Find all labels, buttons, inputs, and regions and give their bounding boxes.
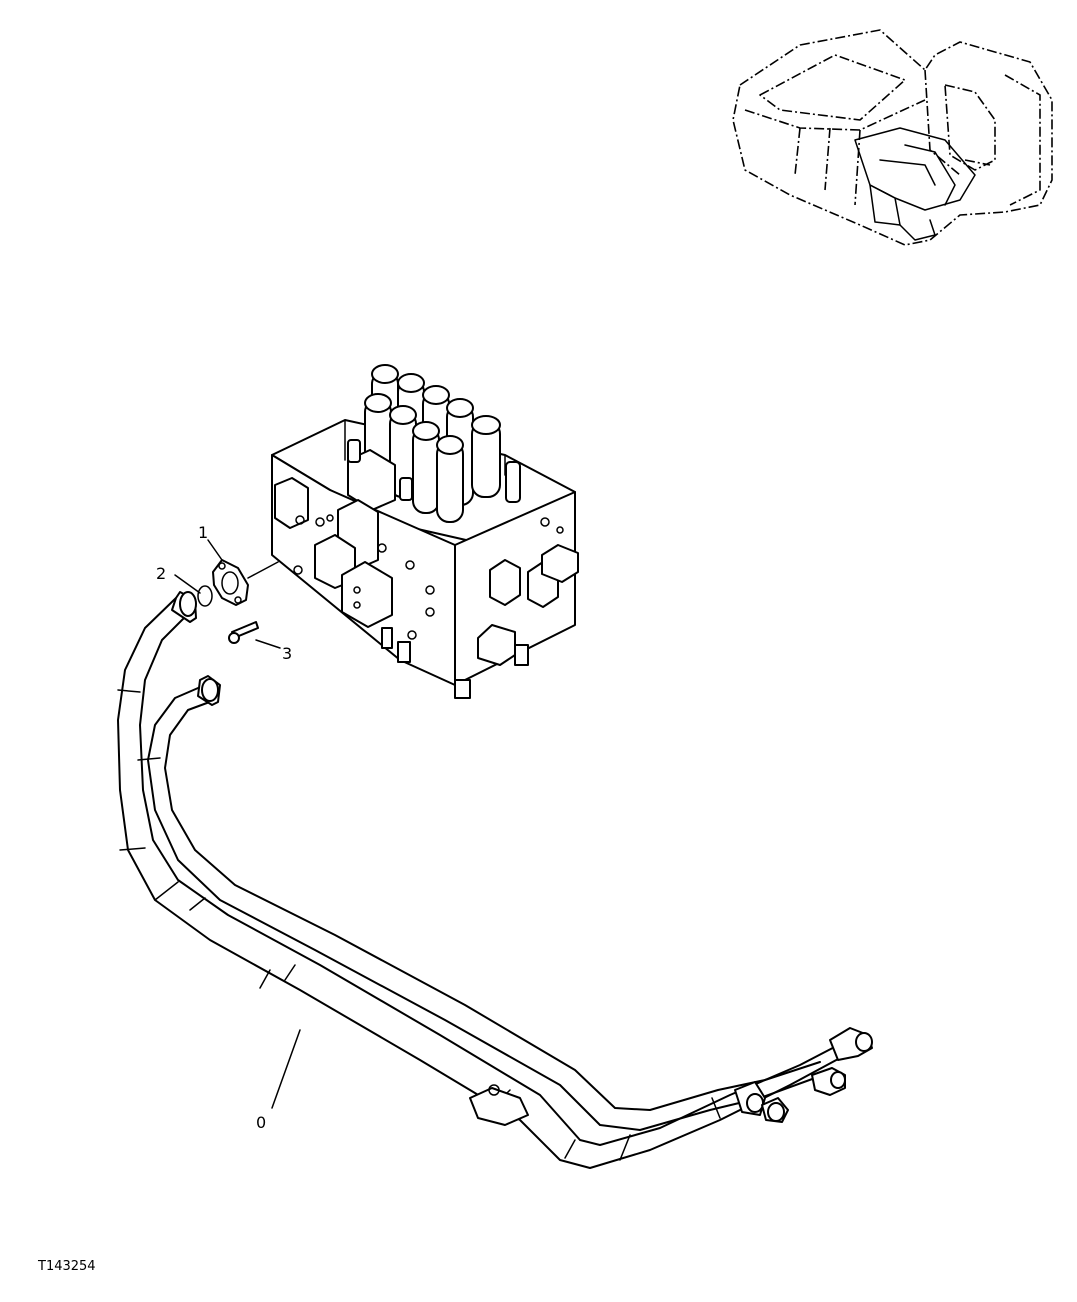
excavator-locator-illustration [732, 29, 1053, 246]
callout-2: 2 [156, 564, 166, 583]
split-flange-part [212, 559, 249, 606]
cap-screw-part [228, 621, 259, 644]
centerline [247, 561, 279, 579]
control-valve-assembly [271, 364, 579, 699]
callout-3: 3 [282, 644, 292, 663]
hose-assembly [117, 591, 873, 1169]
callout-1: 1 [198, 523, 208, 542]
leader-lines [174, 539, 301, 1109]
callout-0: 0 [256, 1113, 266, 1132]
o-ring-part [197, 585, 213, 607]
figure-code: T143254 [37, 1259, 96, 1274]
